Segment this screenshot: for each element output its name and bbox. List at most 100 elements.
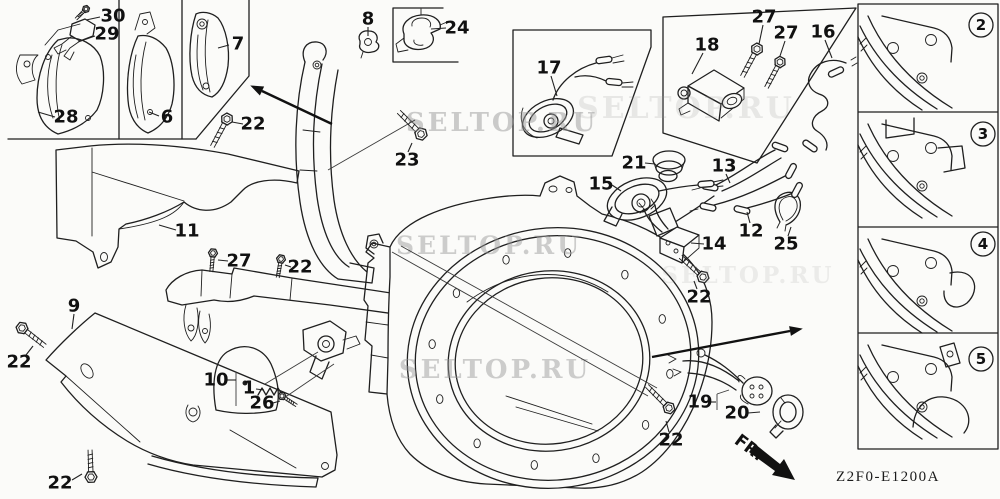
callout-leader <box>691 52 704 75</box>
callout-leader <box>77 35 96 43</box>
inset-detail-drawing <box>857 342 970 440</box>
callout-leader <box>787 226 792 237</box>
bolt-drawing <box>74 4 91 21</box>
callout-leader <box>430 27 447 30</box>
inset-number-5: 5 <box>976 350 986 368</box>
callout-label-11-21: 11 <box>174 221 199 242</box>
part-8-clip-drawing <box>358 30 380 59</box>
part-1-spring-drawing <box>257 387 282 396</box>
wire-connector <box>791 181 803 199</box>
part-9-lower-cover-drawing <box>45 312 338 488</box>
callout-label-10-26: 10 <box>203 370 228 391</box>
fr-direction-arrow <box>749 444 795 480</box>
callout-leader <box>85 16 101 21</box>
callout-label-17-9: 17 <box>536 58 561 79</box>
air-duct-drawing <box>295 41 375 284</box>
part-21-cap-drawing <box>652 150 686 183</box>
watermark-text: SELTOP.RU <box>399 355 591 385</box>
callout-leader <box>824 39 833 59</box>
callout-leader <box>255 388 265 391</box>
callout-label-28-2: 28 <box>53 107 78 128</box>
part-12-13-wires-drawing <box>661 149 794 231</box>
callout-label-14-18: 14 <box>701 234 726 255</box>
inset-number-circle <box>970 121 996 147</box>
callout-leader <box>231 121 244 125</box>
flange-hole <box>502 254 510 265</box>
flange-hole <box>436 394 444 404</box>
wire-connector <box>595 55 613 65</box>
arrow-head <box>789 326 803 336</box>
flange-hole <box>564 248 572 258</box>
callout-leader <box>690 242 705 245</box>
callout-leader <box>284 264 292 268</box>
part-11-shroud-drawing <box>55 143 300 269</box>
bolt-drawing <box>678 254 710 284</box>
bolt-drawing <box>396 109 428 141</box>
callout-label-12-17: 12 <box>738 221 763 242</box>
flange-hole <box>621 269 629 280</box>
callout-label-6-3: 6 <box>161 107 174 128</box>
inset-number-circle <box>968 12 994 38</box>
bolt-drawing <box>210 112 233 148</box>
callout-label-23-7: 23 <box>394 150 419 171</box>
callout-label-20-31: 20 <box>724 403 749 424</box>
construction-line <box>400 245 658 389</box>
flange-hole <box>641 420 650 430</box>
callout-label-19-30: 19 <box>687 392 712 413</box>
callout-leader <box>158 224 177 231</box>
callout-leader <box>217 259 229 262</box>
callout-label-27-11: 27 <box>751 7 776 28</box>
inset-detail-drawing <box>857 117 966 219</box>
callout-leader <box>71 313 75 330</box>
callout-label-27-12: 27 <box>773 23 798 44</box>
section-boxes <box>7 0 999 450</box>
construction-line <box>716 389 730 395</box>
wire-connector <box>733 205 751 215</box>
bolt-drawing <box>207 248 219 273</box>
callout-leader <box>407 142 413 153</box>
inset-detail-drawing <box>857 15 953 111</box>
diagram-code: Z2F0-E1200A <box>836 469 940 485</box>
inset-detail-drawing <box>857 238 976 334</box>
callout-label-24-6: 24 <box>444 18 469 39</box>
part-16-wire-drawing <box>807 56 858 151</box>
watermark-text: SELTOP.RU <box>406 108 598 138</box>
callout-leader <box>746 211 751 224</box>
construction-line <box>264 351 319 385</box>
callout-label-22-29: 22 <box>47 473 72 494</box>
callout-leader <box>644 162 656 165</box>
diagram-artwork <box>7 0 999 489</box>
part-18-bracket-drawing <box>677 69 745 122</box>
flange-hole <box>592 453 600 464</box>
part-14-module-drawing <box>638 198 700 264</box>
part-7-shroud-drawing <box>189 11 230 98</box>
callout-leader <box>71 473 83 481</box>
callout-leader <box>665 420 670 433</box>
callout-label-18-10: 18 <box>694 35 719 56</box>
part-24-clamp-drawing <box>395 8 448 53</box>
wire-connector <box>771 141 789 153</box>
direction-arrow <box>261 89 333 126</box>
callout-label-9-24: 9 <box>68 296 81 317</box>
flange-hole <box>658 314 666 324</box>
flange-hole <box>473 438 481 449</box>
inset-number-3: 3 <box>978 125 988 143</box>
flange-hole <box>428 339 436 349</box>
callout-label-30-0: 30 <box>100 6 125 27</box>
callout-label-22-25: 22 <box>6 352 31 373</box>
inset-number-circle <box>968 346 994 372</box>
construction-line <box>283 363 335 399</box>
bolt-drawing <box>764 55 786 89</box>
wire-connector <box>697 179 715 189</box>
callout-leader <box>217 44 230 49</box>
static-annotations: FR. Z2F0-E1200A <box>730 431 940 485</box>
arrow-head <box>250 85 265 96</box>
inset-number-4: 4 <box>978 235 988 253</box>
fan-cover-drawing <box>363 175 713 489</box>
part-28-shroud-drawing <box>16 23 105 135</box>
callout-leader <box>758 24 764 45</box>
construction-line <box>327 119 416 171</box>
callout-label-13-16: 13 <box>711 156 736 177</box>
